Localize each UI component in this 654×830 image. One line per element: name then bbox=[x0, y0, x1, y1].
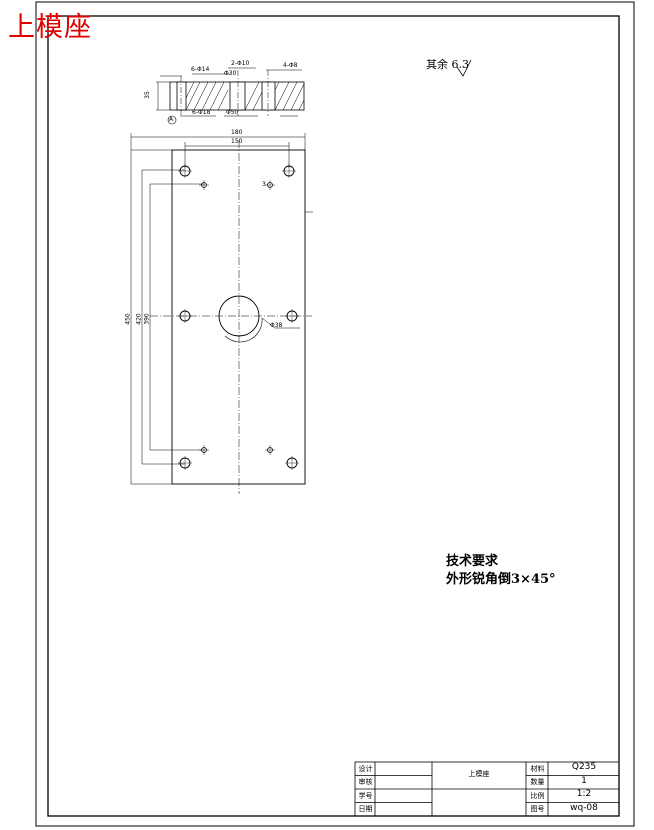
tb-material-value: Q235 bbox=[571, 762, 597, 772]
dim-hole-d: Φ50 bbox=[226, 109, 239, 116]
dim-hole-e: 2-Φ10 bbox=[231, 60, 250, 67]
hole-ml bbox=[178, 309, 192, 323]
tb-row-student-id: 学号 bbox=[358, 792, 373, 800]
pin-2 bbox=[265, 180, 275, 190]
bolt-holes-large bbox=[178, 164, 299, 470]
roughness-symbol bbox=[456, 59, 472, 77]
dim-height-overall: 450 bbox=[124, 313, 132, 325]
hole-br bbox=[285, 456, 299, 470]
tb-label-quantity: 数量 bbox=[530, 778, 545, 786]
tb-label-material: 材料 bbox=[530, 765, 545, 773]
section-view bbox=[156, 67, 305, 125]
surface-roughness-note: 其余 6.3 bbox=[426, 58, 469, 71]
dim-hole-g: Φ38 bbox=[270, 322, 283, 329]
plate-outline bbox=[171, 149, 306, 485]
hole-tr bbox=[282, 164, 296, 178]
tb-scale-value: 1:2 bbox=[576, 789, 592, 799]
pin-holes-small bbox=[199, 180, 275, 455]
dim-hole-c: Φ30 bbox=[224, 70, 237, 77]
dim-hole-a: 6-Φ14 bbox=[191, 66, 210, 73]
tech-requirement-item: 外形锐角倒3×45° bbox=[446, 572, 556, 587]
inner-frame bbox=[47, 15, 620, 817]
tb-label-scale: 比例 bbox=[530, 792, 545, 800]
tb-row-review: 审核 bbox=[358, 778, 373, 786]
tb-part-name: 上模座 bbox=[468, 770, 490, 778]
pin-1 bbox=[199, 180, 209, 190]
dim-height-inner2: 390 bbox=[143, 313, 151, 325]
dim-thickness: 35 bbox=[143, 91, 151, 99]
title-block-lines bbox=[354, 761, 620, 817]
outer-border bbox=[35, 1, 635, 827]
hole-bl bbox=[178, 456, 192, 470]
pin-4 bbox=[265, 445, 275, 455]
hole-tl bbox=[178, 164, 192, 178]
section-label: A bbox=[169, 116, 174, 123]
dim-top-width: 180 bbox=[231, 129, 243, 136]
tech-requirements-title: 技术要求 bbox=[446, 554, 499, 569]
tb-row-date: 日期 bbox=[358, 805, 373, 813]
plan-view bbox=[130, 133, 313, 494]
dim-hole-b: 6-Φ18 bbox=[192, 109, 211, 116]
tb-drawing-no-value: wq-08 bbox=[570, 803, 598, 813]
pin-3 bbox=[199, 445, 209, 455]
dim-chamfer: 3 bbox=[262, 181, 266, 188]
hole-mr bbox=[285, 309, 299, 323]
sheet-title: 上模座 bbox=[8, 12, 92, 43]
dim-height-inner: 420 bbox=[135, 313, 143, 325]
tb-quantity-value: 1 bbox=[581, 776, 587, 786]
tb-row-design: 设计 bbox=[358, 765, 373, 773]
tb-label-drawing-no: 图号 bbox=[530, 805, 545, 813]
center-hole bbox=[218, 295, 260, 337]
dim-hole-f: 4-Φ8 bbox=[283, 62, 298, 69]
dim-inner-width: 150 bbox=[231, 138, 243, 145]
